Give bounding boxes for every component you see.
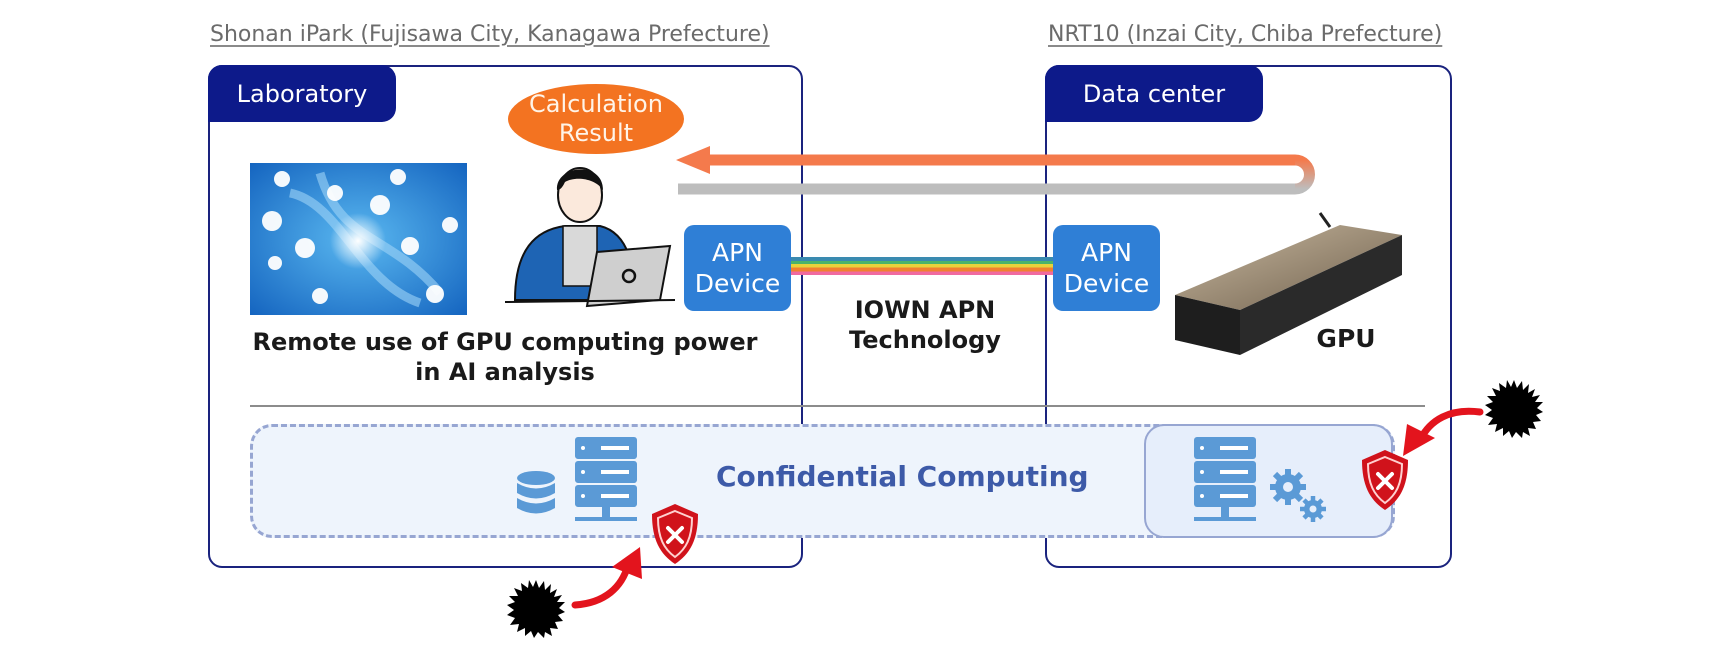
return-turn (1294, 154, 1315, 195)
return-arrowhead (676, 146, 710, 174)
ai-genome-illustration-icon (250, 163, 467, 315)
apn-label-line-2: Device (694, 269, 781, 298)
gpu-card-icon (1175, 212, 1402, 355)
result-line-1: Calculation (529, 90, 663, 118)
apn-device-laboratory: APN Device (684, 225, 791, 311)
database-icon (517, 471, 555, 514)
threat-burst-icon-laboratory (507, 580, 565, 638)
researcher-with-laptop-icon (505, 167, 675, 308)
gpu-label: GPU (1316, 324, 1376, 353)
server-icon (575, 437, 637, 521)
data-flow-arrows (676, 146, 1315, 195)
laboratory-tab: Laboratory (208, 65, 396, 122)
tee-server-icon (1194, 437, 1256, 521)
right-site-location: NRT10 (Inzai City, Chiba Prefecture) (1048, 22, 1443, 47)
caption-line-1: Remote use of GPU computing power (252, 328, 758, 356)
left-site-location: Shonan iPark (Fujisawa City, Kanagawa Pr… (210, 22, 770, 47)
attack-arrow-data-center (1403, 407, 1484, 456)
apn-device-data-center: APN Device (1053, 225, 1160, 311)
use-case-caption: Remote use of GPU computing power in AI … (220, 327, 790, 387)
gears-icon (1270, 469, 1326, 522)
calculation-result-bubble: Calculation Result (508, 84, 684, 154)
confidential-computing-label: Confidential Computing (712, 460, 1093, 493)
apn-label-line-1: APN (712, 238, 763, 267)
tee-enclave-box (1144, 424, 1393, 538)
iown-apn-optical-link (791, 257, 1053, 275)
attack-arrow-laboratory (571, 547, 642, 609)
shield-block-icon-laboratory (652, 504, 698, 564)
laboratory-box (208, 65, 803, 568)
iown-apn-label: IOWN APN Technology (820, 295, 1030, 355)
caption-line-2: in AI analysis (415, 358, 595, 386)
apn-label-line-1: APN (1081, 238, 1132, 267)
section-divider (250, 405, 1425, 407)
data-center-tab: Data center (1045, 65, 1263, 122)
shield-block-icon-data-center (1362, 450, 1408, 510)
result-line-2: Result (558, 119, 634, 147)
iown-label-line-2: Technology (849, 326, 1001, 354)
iown-label-line-1: IOWN APN (854, 296, 996, 324)
threat-burst-icon-data-center (1485, 380, 1543, 438)
apn-label-line-2: Device (1063, 269, 1150, 298)
